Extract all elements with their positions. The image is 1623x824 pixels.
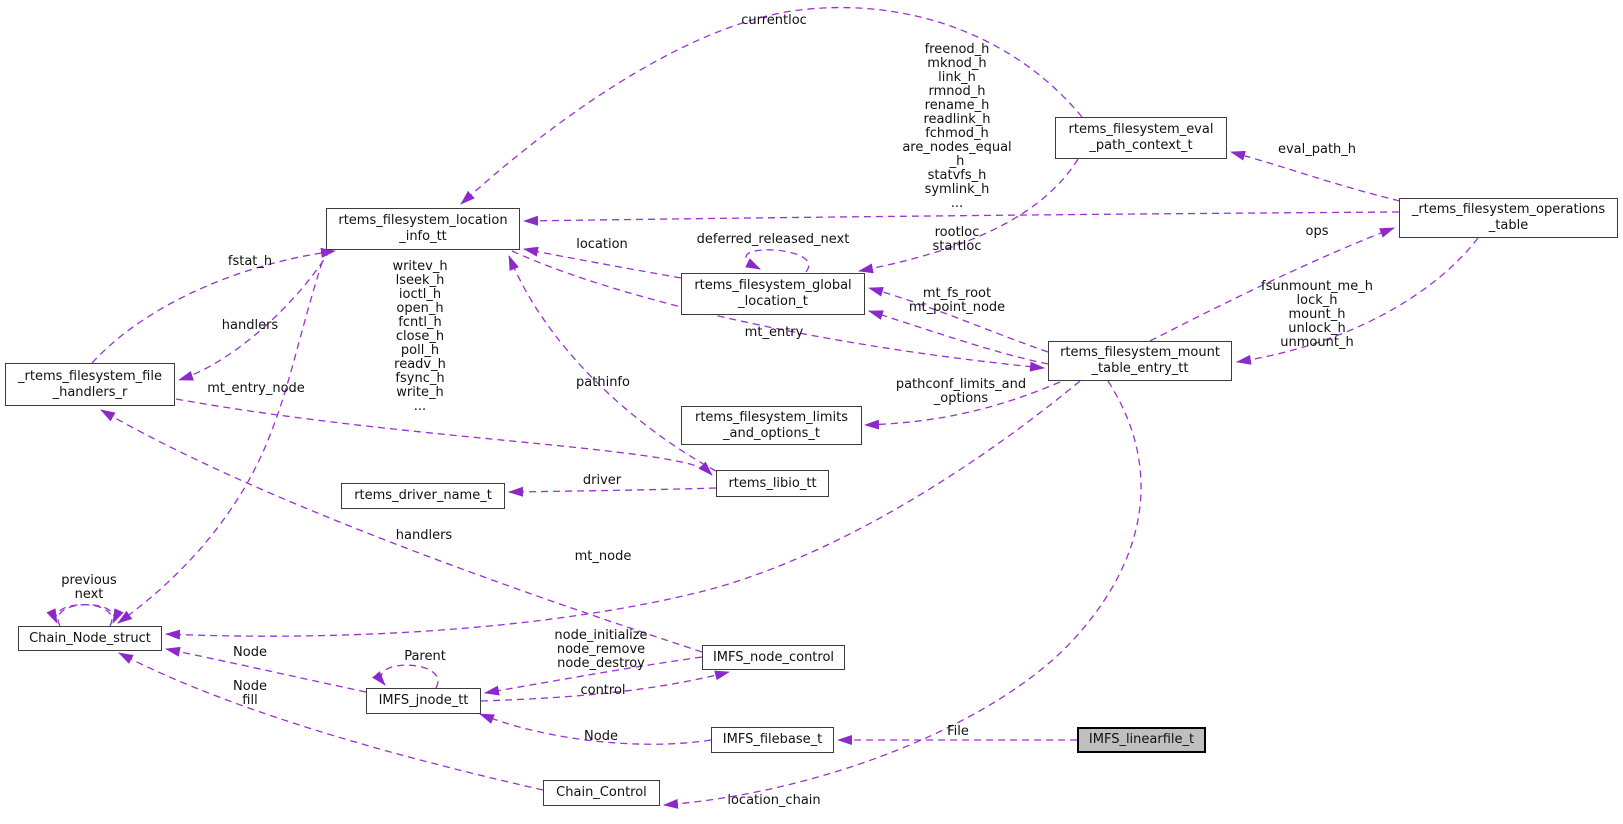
node-label: rtems_libio_tt [728,475,817,491]
node-label: rtems_filesystem_global _location_t [694,278,852,309]
edge-label-node-fill: Node fill [233,679,267,708]
node-label: rtems_filesystem_eval _path_context_t [1068,122,1214,153]
node-label: IMFS_linearfile_t [1088,732,1195,747]
node-label: Chain_Control [556,785,647,800]
edge-label-eval-path-h: eval_path_h [1277,142,1357,157]
edge-pathinfo [508,255,717,472]
edge-label-control: control [580,683,626,698]
edge-next [57,603,124,627]
edge-driver [508,486,717,497]
edge-label-node-jnode: Node [233,645,267,660]
edge-label-currentloc: currentloc [741,13,807,28]
node-imfs-filebase-t[interactable]: IMFS_filebase_t [711,727,834,753]
edge-currentloc [460,6,1083,205]
edge-mt-node [165,380,1081,640]
edge-location-chain [663,380,1142,809]
edge-parent [372,664,439,689]
edge-handlers-location [178,249,331,381]
edge-label-fstat-h: fstat_h [227,254,273,269]
edge-label-deferred-released-next: deferred_released_next [696,232,850,247]
edge-label-parent: Parent [404,649,446,664]
node-rtems-filesystem-file-handlers-r[interactable]: _rtems_filesystem_file _handlers_r [5,363,175,406]
edge-mt-point-node [868,310,1049,365]
node-label: Chain_Node_struct [29,630,151,646]
edge-control [480,670,730,702]
edge-node-filebase [479,713,712,745]
node-label: rtems_driver_name_t [354,488,492,503]
node-rtems-libio-tt[interactable]: rtems_libio_tt [716,470,829,497]
edge-label-pathconf: pathconf_limits_and _options [895,377,1027,406]
edge-ops [1149,227,1395,342]
node-label: IMFS_filebase_t [722,732,823,747]
edge-label-rootloc-startloc: rootloc startloc [932,225,982,254]
edge-label-node-filebase: Node [584,729,618,744]
node-rtems-filesystem-global-location-t[interactable]: rtems_filesystem_global _location_t [681,273,865,315]
edge-label-ops-members: freenod_h mknod_h link_h rmnod_h rename_… [902,42,1012,211]
edge-label-previous-next: previous next [61,573,117,602]
edge-mt-entry [511,250,1045,372]
node-rtems-filesystem-operations-table[interactable]: _rtems_filesystem_operations _table [1399,198,1618,238]
edge-handlers-control [100,409,703,653]
edge-label-node-control-ops: node_initialize node_remove node_destroy [554,628,648,671]
edge-label-mount-ops-members: fsunmount_me_h lock_h mount_h unlock_h u… [1261,279,1373,350]
node-chain-control[interactable]: Chain_Control [543,780,660,806]
edge-label-location: location [576,237,628,252]
node-rtems-filesystem-eval-path-context-t[interactable]: rtems_filesystem_eval _path_context_t [1055,117,1227,159]
edge-label-mt-entry: mt_entry [744,325,804,340]
edge-fstat-h [91,247,336,364]
edge-node-fill [118,652,544,791]
edge-location [523,246,682,279]
node-label: _rtems_filesystem_operations _table [1411,202,1606,233]
node-label: _rtems_filesystem_file _handlers_r [18,368,162,400]
node-label: IMFS_jnode_tt [378,693,469,708]
edge-label-file: File [947,724,969,739]
edge-eval-path-h [1230,150,1401,202]
node-label: rtems_filesystem_location _info_tt [338,213,508,244]
node-rtems-driver-name-t[interactable]: rtems_driver_name_t [341,483,505,509]
node-rtems-filesystem-mount-table-entry-tt[interactable]: rtems_filesystem_mount _table_entry_tt [1048,341,1232,381]
edge-handler-members [175,398,713,476]
edge-rootloc-startloc [858,158,1079,274]
node-rtems-filesystem-limits-and-options-t[interactable]: rtems_filesystem_limits _and_options_t [681,406,862,445]
edge-node-control-ops [484,656,703,696]
node-rtems-filesystem-location-info-tt[interactable]: rtems_filesystem_location _info_tt [326,208,520,250]
edge-label-mt-fs-root-mt-point-node: mt_fs_root mt_point_node [908,286,1006,315]
edge-label-handler-members: writev_h lseek_h ioctl_h open_h fcntl_h … [392,259,448,414]
edge-label-location-chain: location_chain [727,793,821,808]
edge-mount-ops-members [1236,237,1479,365]
edge-deferred-released-next [745,249,810,273]
edge-node-jnode [165,646,367,693]
edge-mt-fs-root [868,286,1049,353]
edge-mt-entry-node [117,249,327,624]
node-chain-node-struct[interactable]: Chain_Node_struct [18,626,162,651]
edge-label-pathinfo: pathinfo [576,375,630,390]
node-imfs-jnode-tt[interactable]: IMFS_jnode_tt [366,688,481,714]
edge-previous [46,603,113,627]
edge-label-mt-node: mt_node [574,549,632,564]
edge-label-handlers-control: handlers [395,528,453,543]
node-imfs-node-control[interactable]: IMFS_node_control [702,645,845,670]
edge-label-ops: ops [1305,224,1329,239]
edge-label-mt-entry-node: mt_entry_node [207,381,305,396]
edge-pathconf [864,381,1061,430]
edge-ops-members [523,211,1400,226]
node-label: rtems_filesystem_mount _table_entry_tt [1060,345,1220,376]
edge-label-driver: driver [582,473,622,488]
edge-label-handlers-location: handlers [221,318,279,333]
node-imfs-linearfile-t[interactable]: IMFS_linearfile_t [1077,727,1206,753]
node-label: rtems_filesystem_limits _and_options_t [694,409,849,441]
node-label: IMFS_node_control [712,649,835,665]
